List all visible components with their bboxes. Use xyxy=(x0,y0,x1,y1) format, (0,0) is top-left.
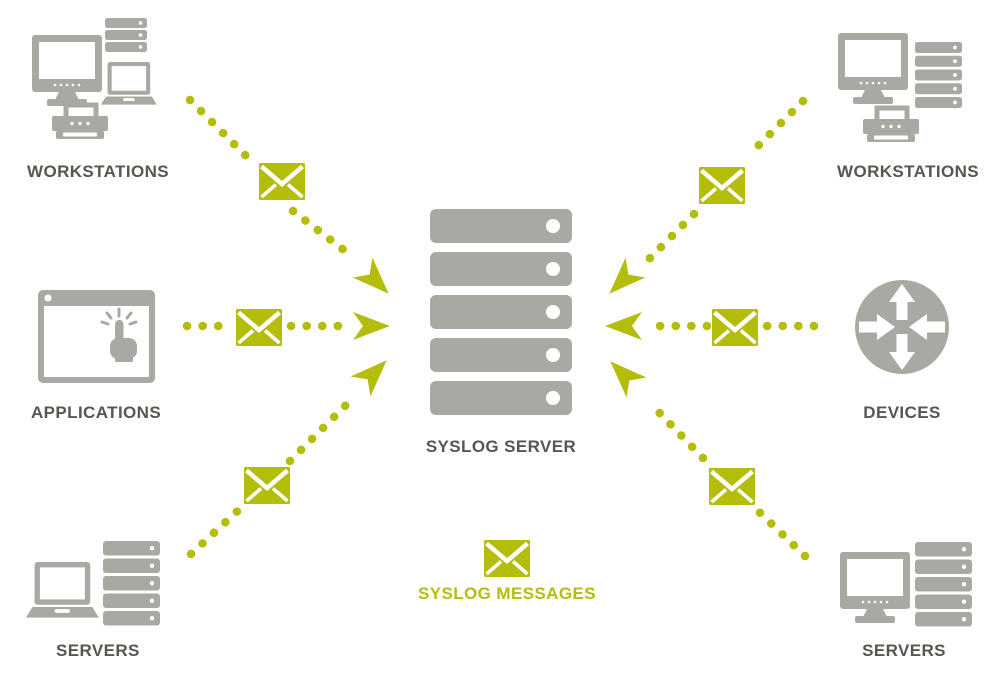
envelope-icon xyxy=(244,467,290,504)
arrowhead-icon xyxy=(350,350,397,397)
servers-left-label: SERVERS xyxy=(56,641,140,660)
workstations-right-label: WORKSTATIONS xyxy=(837,162,980,181)
envelope-icon xyxy=(236,309,282,346)
syslog-server-icon xyxy=(430,209,572,415)
arrowhead-icon xyxy=(599,257,646,304)
envelope-icon xyxy=(259,163,305,200)
arrowhead-icon xyxy=(353,312,390,340)
arrowhead-icon xyxy=(352,257,399,304)
flow-applications xyxy=(182,309,390,346)
flow-servers-right xyxy=(600,351,810,561)
syslog-server-label: SYSLOG SERVER xyxy=(425,437,577,456)
servers-left-icon xyxy=(26,541,160,626)
applications-label: APPLICATIONS xyxy=(31,403,162,422)
workstations-right-icon xyxy=(838,33,962,142)
click-hand-icon xyxy=(100,307,138,362)
devices-label: DEVICES xyxy=(863,403,941,422)
servers-right-label: SERVERS xyxy=(862,641,946,660)
envelope-icon xyxy=(699,167,745,204)
arrowhead-icon xyxy=(605,312,642,340)
servers-right-icon xyxy=(840,542,972,627)
flow-servers-left xyxy=(186,350,397,559)
applications-icon xyxy=(38,290,155,383)
legend-envelope-icon xyxy=(484,540,530,577)
workstations-left-label: WORKSTATIONS xyxy=(27,162,170,181)
envelope-icon xyxy=(709,468,755,505)
flow-workstations-right xyxy=(599,96,808,304)
devices-icon xyxy=(855,280,949,374)
syslog-messages-label: SYSLOG MESSAGES xyxy=(418,584,596,603)
arrowhead-icon xyxy=(600,351,647,398)
flow-devices xyxy=(605,309,819,346)
envelope-icon xyxy=(712,309,758,346)
flow-workstations-left xyxy=(185,95,399,304)
workstations-left-icon xyxy=(32,18,157,139)
